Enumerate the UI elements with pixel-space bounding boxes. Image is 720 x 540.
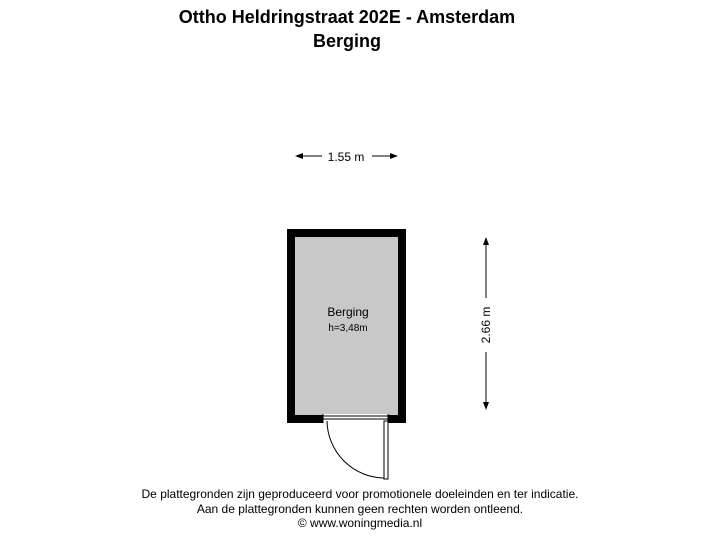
height-arrow-top <box>483 237 489 245</box>
width-arrow-left <box>295 153 303 159</box>
height-label: 2.66 m <box>479 307 493 344</box>
height-dimension: 2.66 m <box>479 237 493 410</box>
room-floor <box>295 237 398 415</box>
width-dimension: 1.55 m <box>295 150 398 164</box>
page-subtitle: Berging <box>312 31 381 51</box>
width-label: 1.55 m <box>328 150 365 164</box>
copyright-line: © www.woningmedia.nl <box>297 516 423 530</box>
door-leaf <box>383 420 389 480</box>
height-arrow-bottom <box>483 402 489 410</box>
room-ceiling-height: h=3,48m <box>328 323 367 334</box>
width-arrow-right <box>390 153 398 159</box>
disclaimer-line-2: Aan de plattegronden kunnen geen rechten… <box>196 502 524 516</box>
door <box>322 414 389 480</box>
room-name: Berging <box>327 305 368 319</box>
disclaimer-line-1: De plattegronden zijn geproduceerd voor … <box>141 487 579 501</box>
page-title: Ottho Heldringstraat 202E - Amsterdam <box>178 7 516 27</box>
door-swing-arc <box>326 420 385 479</box>
